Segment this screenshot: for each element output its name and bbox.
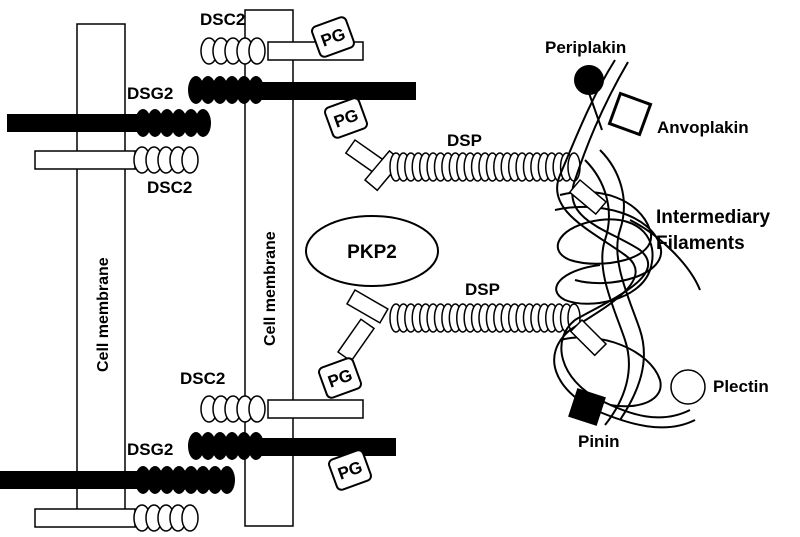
intermediary-label-line2: Filaments [656,233,745,254]
plectin-circle [670,369,706,405]
dsc2-label-top: DSC2 [200,10,245,29]
dsg2-label-bottom: DSG2 [127,440,173,459]
dsp-lower-coil [389,303,581,333]
pkp2-label: PKP2 [347,242,397,263]
pg-top: PG [311,16,355,58]
plectin-label: Plectin [713,377,769,396]
dsc2-bottom-right [200,395,364,423]
dsc2-label-mid: DSC2 [147,178,192,197]
pg-lower-mid: PG [318,357,362,399]
intermediary-label-line1: Intermediary [656,207,770,228]
dsg2-top-left [7,109,211,137]
anvoplakin-label: Anvoplakin [657,118,749,137]
dsg2-bottom-right [188,432,396,460]
cell-membrane-right-label: Cell membrane [262,231,279,346]
dsp-label-lower: DSP [465,280,500,299]
dsc2-label-bottom: DSC2 [180,369,225,388]
dsg2-bottom-left [0,466,235,494]
dsc2-top-left [34,146,199,174]
periplakin-stalk [588,92,603,131]
dsg2-label-top: DSG2 [127,84,173,103]
dsg2-top-right [188,76,416,104]
dsp-upper-coil [389,152,581,182]
cell-membrane-left [76,23,126,512]
dsp-label-upper: DSP [447,131,482,150]
pkp2-oval [305,215,439,287]
dsp-end-tab-lower [569,318,608,357]
periplakin-label: Periplakin [545,38,626,57]
pinin-label: Pinin [578,432,620,451]
pg-bottom: PG [328,449,372,491]
pg-upper-mid: PG [324,97,368,139]
dsp-end-tab-upper [568,178,608,216]
dsp-coil-turn [567,152,581,182]
pkp2-dsp-linker-lower [345,288,389,324]
pinin-block [568,388,606,426]
dsc2-bottom-left [34,504,199,532]
pg-dsp-linker-lower [336,318,376,363]
periplakin-ball [574,65,604,95]
anvoplakin-box [607,91,653,137]
cell-membrane-left-label: Cell membrane [95,257,112,372]
